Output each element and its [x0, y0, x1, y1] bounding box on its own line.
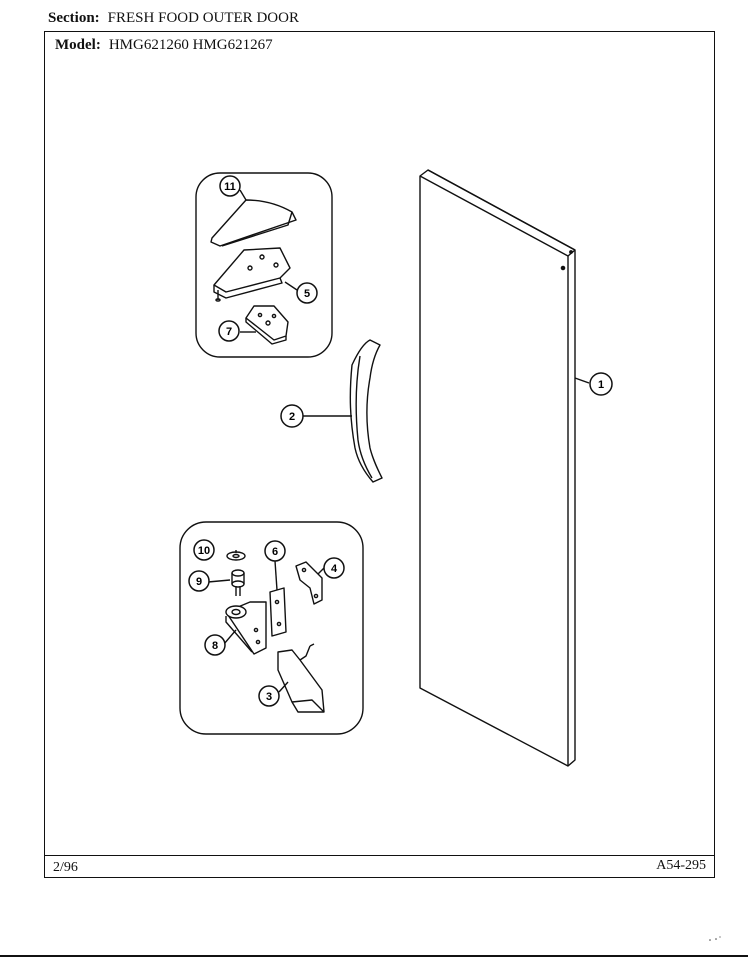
leader-lines: [207, 189, 590, 693]
callout-11-label: 11: [224, 181, 236, 193]
hinge-pin: [231, 569, 245, 596]
callout-2-label: 2: [289, 411, 295, 423]
diagram-frame: Model: HMG621260 HMG621267 2/96 A54-295: [44, 31, 715, 878]
callout-3: 3: [258, 685, 280, 707]
upper-hinge-group: [195, 172, 333, 358]
callout-10: 10: [193, 539, 215, 561]
callout-1-label: 1: [598, 379, 604, 391]
callout-6: 6: [264, 540, 286, 562]
section-label: Section:: [48, 10, 100, 26]
callout-7-label: 7: [226, 326, 232, 338]
callout-10-label: 10: [198, 545, 210, 557]
model-label: Model:: [55, 37, 101, 53]
section-title: FRESH FOOD OUTER DOOR: [107, 10, 299, 26]
model-line: Model: HMG621260 HMG621267: [55, 37, 273, 54]
callout-9: 9: [188, 570, 210, 592]
door-panel: [419, 169, 576, 767]
section-header: Section: FRESH FOOD OUTER DOOR: [48, 10, 299, 27]
lower-hinge: [225, 601, 267, 655]
drawing-code: A54-295: [656, 858, 706, 873]
callout-3-label: 3: [266, 691, 272, 703]
hinge-spacer: [269, 587, 287, 637]
lower-hinge-cover: [277, 643, 325, 713]
hinge-cover: [210, 199, 297, 247]
callout-6-label: 6: [272, 546, 278, 558]
callout-9-label: 9: [196, 576, 202, 588]
callout-5-label: 5: [304, 288, 310, 300]
callout-8-label: 8: [212, 640, 218, 652]
scan-speck: [709, 936, 721, 941]
hinge-washer: [226, 551, 246, 561]
callout-11: 11: [219, 175, 241, 197]
upper-hinge: [213, 247, 291, 302]
footer-divider: [45, 855, 714, 856]
callout-4: 4: [323, 557, 345, 579]
lower-hinge-group: [179, 521, 364, 735]
callout-2: 2: [280, 404, 304, 428]
revision-date: 2/96: [53, 860, 78, 875]
page-bottom-rule: [0, 955, 748, 957]
callout-8: 8: [204, 634, 226, 656]
model-numbers: HMG621260 HMG621267: [108, 37, 273, 53]
callout-5: 5: [296, 282, 318, 304]
callout-1: 1: [589, 372, 613, 396]
callout-4-label: 4: [331, 563, 338, 575]
hinge-bracket: [295, 561, 323, 605]
hinge-shim-plate: [245, 305, 289, 345]
door-handle: [349, 339, 383, 483]
callout-7: 7: [218, 320, 240, 342]
